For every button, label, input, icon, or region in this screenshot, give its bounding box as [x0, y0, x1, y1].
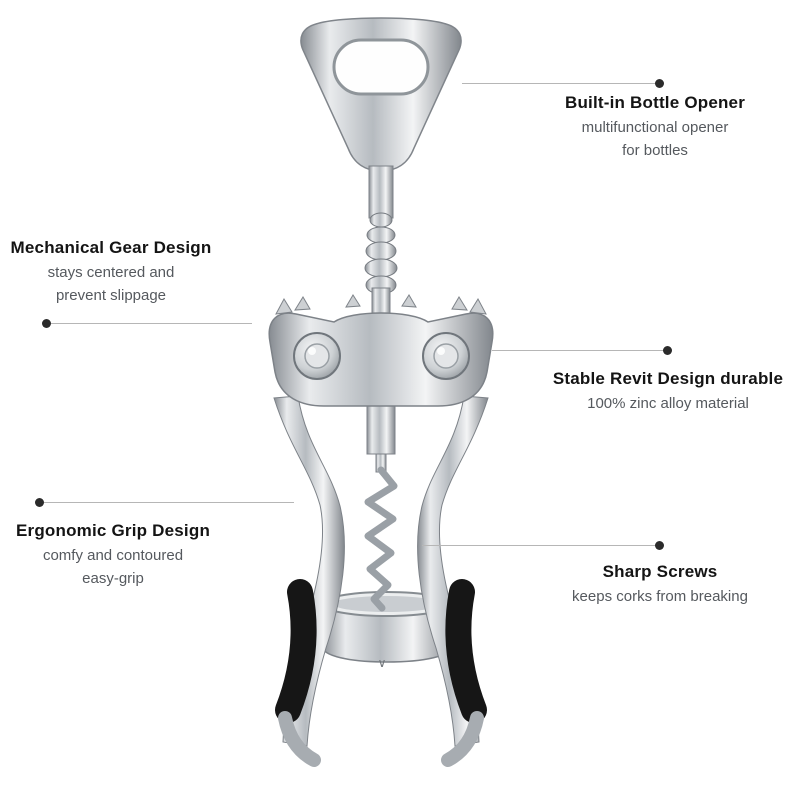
bell-collar: [321, 591, 453, 663]
callout-dot-revit-design: [663, 346, 672, 355]
grip-pads: [275, 579, 487, 723]
callout-dot-sharp-screws: [655, 541, 664, 550]
callout-subtitle-line: prevent slippage: [55, 286, 167, 304]
callout-dot-grip-design: [35, 498, 44, 507]
right-foot: [441, 711, 484, 767]
threaded-stem: [364, 165, 398, 319]
left-arm: [273, 395, 345, 747]
callout-subtitle-line: easy-grip: [82, 569, 144, 587]
bottle-opener-hole: [332, 38, 430, 96]
wing-arms: [273, 395, 489, 747]
callout-title: Mechanical Gear Design: [10, 238, 212, 257]
bottle-opener-handle: [300, 17, 462, 172]
callout-sharp-screws: Sharp Screws keeps corks from breaking: [550, 562, 770, 609]
callout-subtitle-line: comfy and contoured: [42, 547, 184, 564]
right-grip-pad: [445, 579, 487, 723]
callout-dot-bottle-opener: [655, 79, 664, 88]
callout-line-sharp-screws: [422, 545, 656, 546]
callout-title: Ergonomic Grip Design: [15, 521, 211, 540]
callout-subtitle-line: keeps corks from breaking: [572, 588, 748, 605]
gear-body: [268, 294, 494, 407]
callout-title: Stable Revit Design durable: [552, 369, 784, 388]
right-arm: [417, 395, 489, 747]
callout-subtitle-line: stays centered and: [47, 264, 175, 281]
worm-screw: [364, 401, 398, 612]
callout-line-bottle-opener: [462, 83, 658, 84]
callout-gear-design: Mechanical Gear Design stays centered an…: [5, 238, 217, 307]
callout-dot-gear-design: [42, 319, 51, 328]
callout-title: Sharp Screws: [602, 562, 718, 581]
callout-revit-design: Stable Revit Design durable 100% zinc al…: [548, 369, 788, 416]
left-foot: [278, 711, 321, 767]
left-grip-pad: [275, 579, 317, 723]
center-mark: ∨: [377, 656, 387, 670]
callout-subtitle-line: 100% zinc alloy material: [587, 395, 749, 412]
callout-line-revit-design: [492, 350, 666, 351]
feet: [278, 711, 484, 767]
callout-line-grip-design: [44, 502, 294, 503]
callout-subtitle-line: for bottles: [622, 141, 688, 159]
callout-bottle-opener: Built-in Bottle Opener multifunctional o…: [545, 93, 765, 162]
callout-title: Built-in Bottle Opener: [564, 93, 746, 112]
callout-grip-design: Ergonomic Grip Design comfy and contoure…: [8, 521, 218, 590]
callout-line-gear-design: [51, 323, 252, 324]
callout-subtitle-line: multifunctional opener: [581, 119, 729, 136]
